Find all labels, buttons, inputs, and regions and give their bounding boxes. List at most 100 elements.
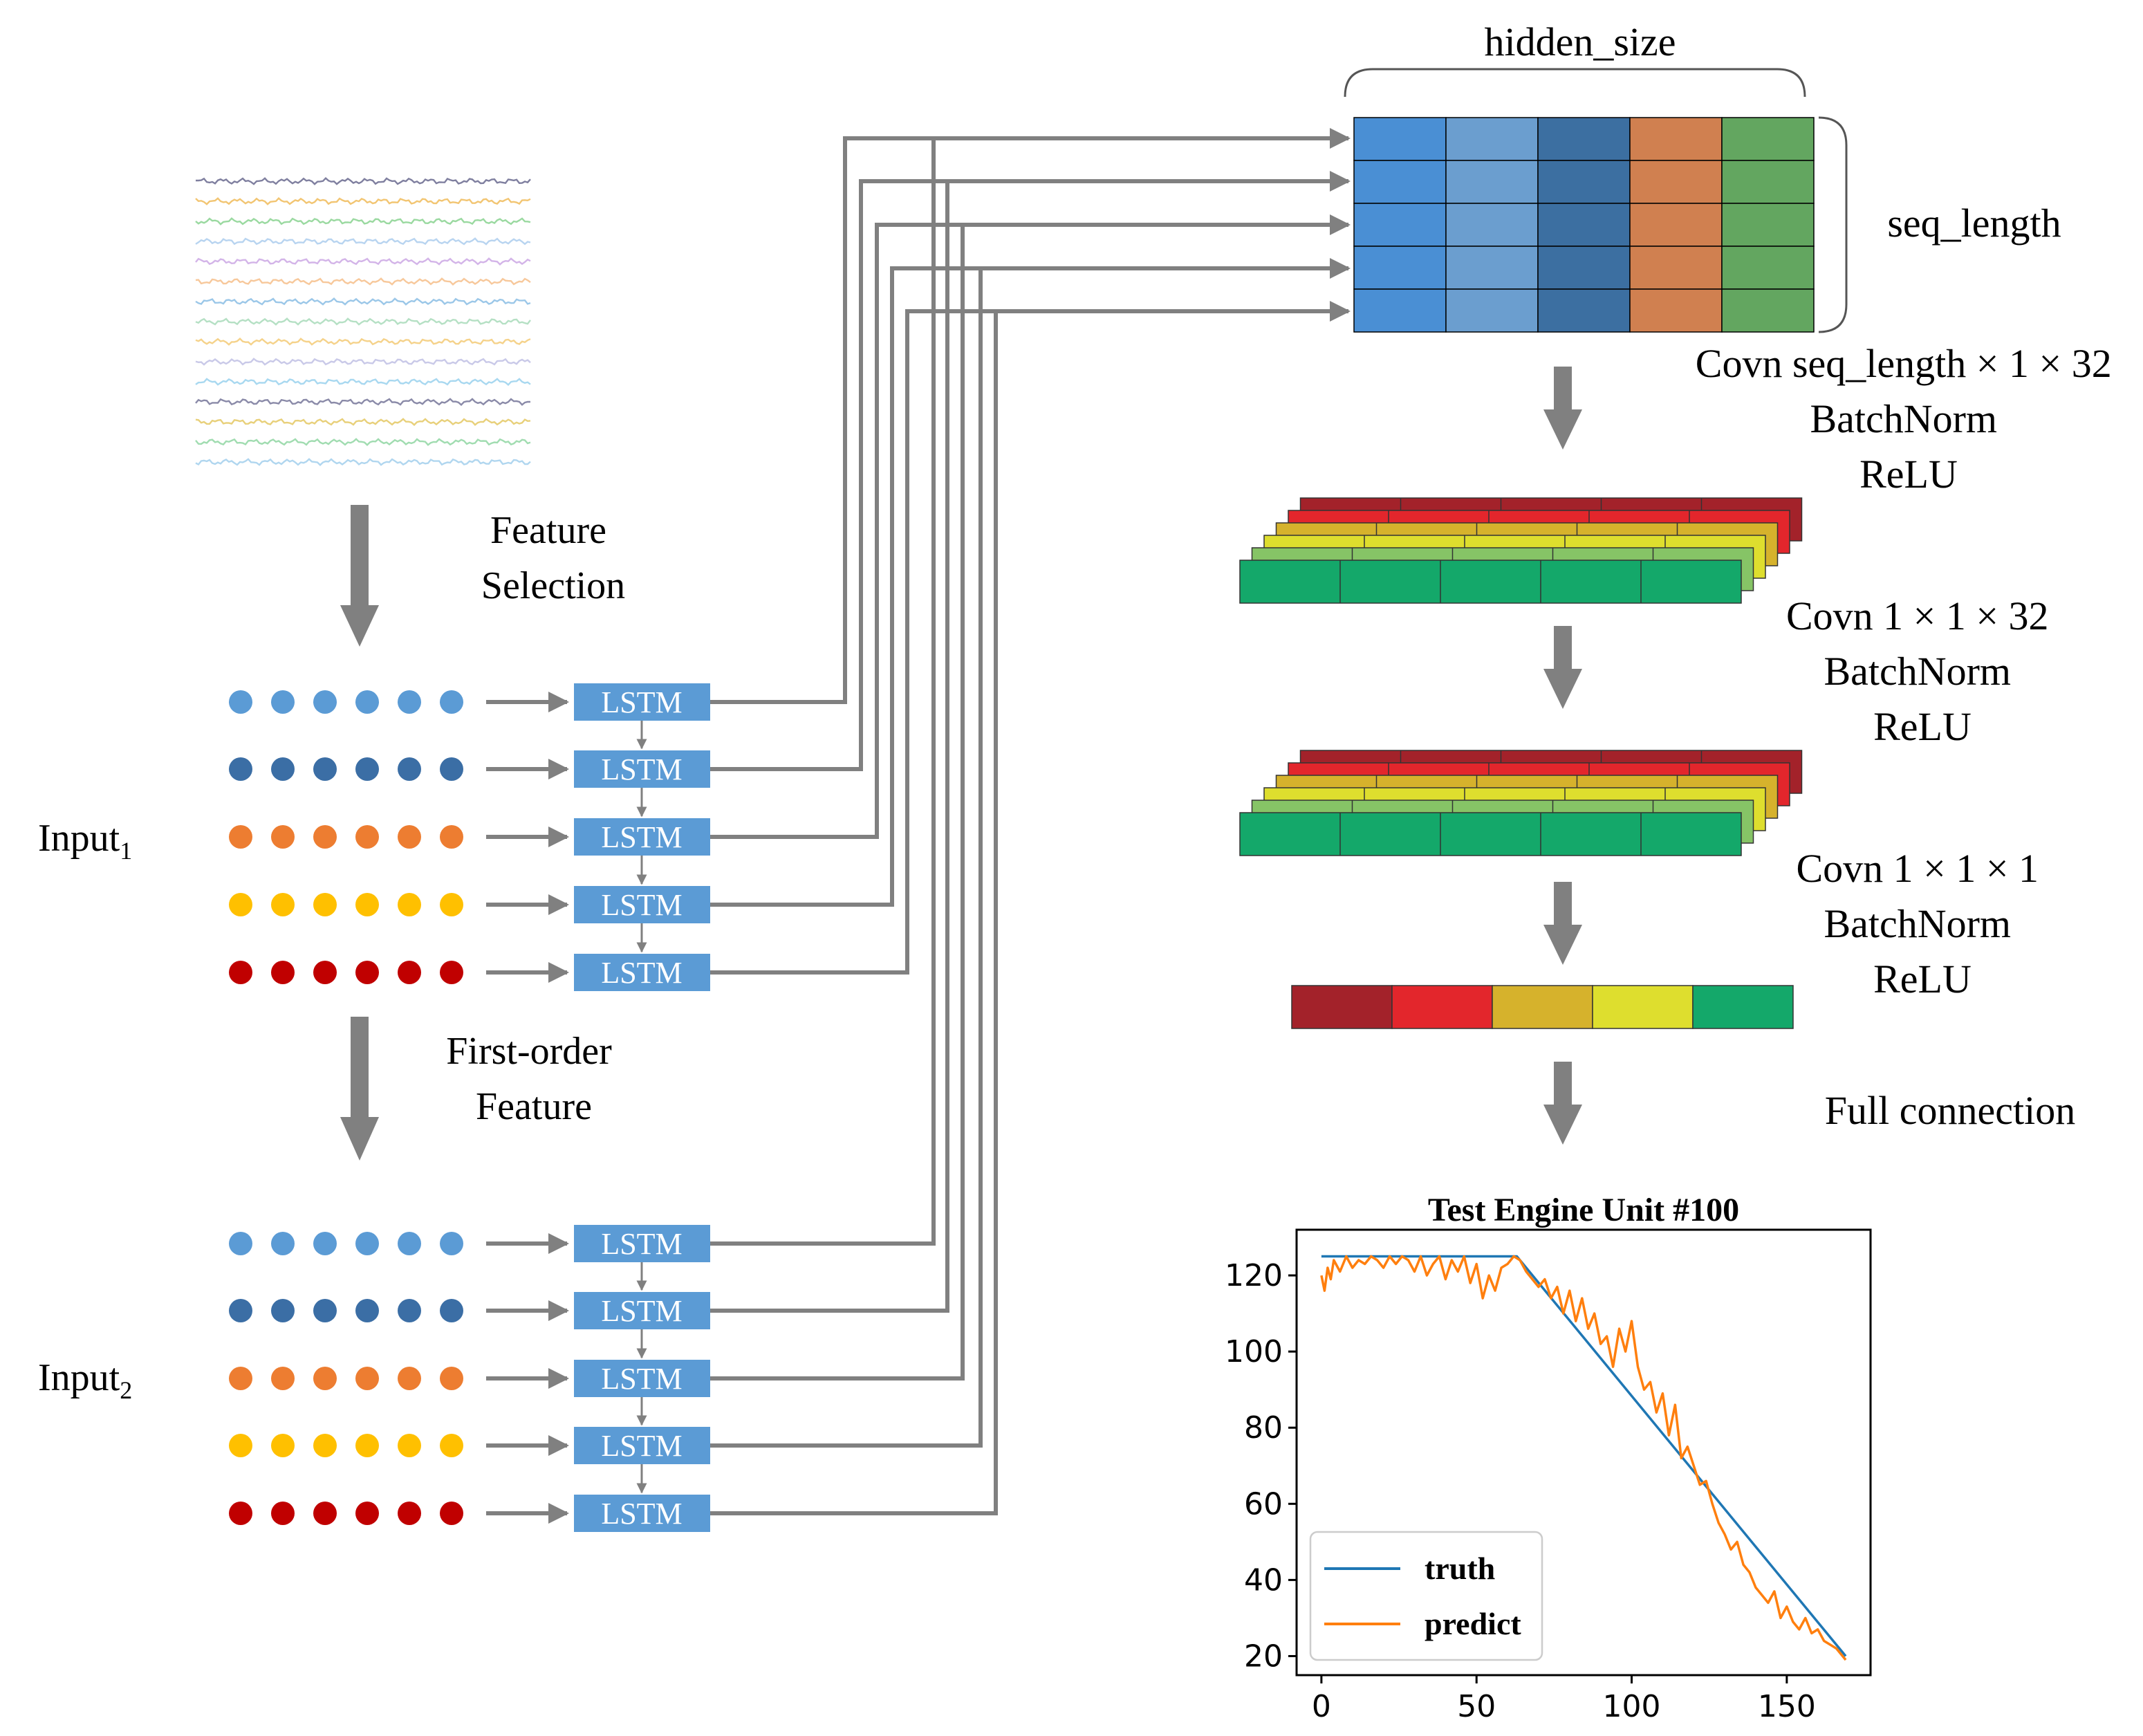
input-dot: [398, 690, 421, 714]
x-tick-label: 100: [1603, 1689, 1661, 1724]
input-dot: [271, 1502, 295, 1525]
routing-lines: [710, 128, 1351, 1515]
input-dot: [271, 1367, 295, 1390]
input-dot: [355, 1367, 379, 1390]
route-line-bottom: [710, 225, 965, 1381]
y-tick-label: 120: [1225, 1258, 1283, 1293]
y-tick-label: 20: [1244, 1638, 1283, 1674]
lstm-label: LSTM: [601, 1294, 682, 1328]
down-arrow-shaft: [1554, 882, 1572, 927]
right-arrows: [1543, 367, 1582, 1145]
down-arrow-head: [1543, 669, 1582, 709]
conv-stack-1: [1239, 497, 1803, 604]
hidden-cell: [1445, 160, 1539, 204]
input-dot: [271, 690, 295, 714]
lstm-label: LSTM: [601, 956, 682, 990]
conv2-line2: BatchNorm: [1824, 649, 2011, 694]
conv-output-vector: [1291, 985, 1794, 1029]
input-dot: [355, 1434, 379, 1457]
input-dot: [440, 1299, 463, 1322]
y-tick-label: 40: [1244, 1562, 1283, 1598]
hidden-cell: [1445, 203, 1539, 247]
lstm-label: LSTM: [601, 685, 682, 719]
output-cell: [1692, 985, 1794, 1029]
signal-line: [195, 197, 531, 205]
input-dot: [355, 690, 379, 714]
series-truth: [1321, 1255, 1847, 1657]
input-dot: [271, 1299, 295, 1322]
hidden-cell: [1629, 288, 1723, 333]
input1-lstm-cell: [574, 954, 710, 991]
conv1-label: Covn seq_length × 1 × 32 BatchNorm ReLU: [1696, 341, 2122, 497]
input-dot: [229, 690, 252, 714]
input2-lstm-cell: [574, 1360, 710, 1397]
down-arrow-head: [1543, 409, 1582, 450]
hidden-cell: [1721, 117, 1815, 161]
input-dot: [355, 757, 379, 781]
hidden-cell: [1537, 117, 1631, 161]
y-tick-label: 100: [1225, 1334, 1283, 1369]
conv-layer: [1239, 560, 1742, 604]
lstm-label: LSTM: [601, 752, 682, 786]
signal-line: [195, 438, 531, 446]
seq-length-label: seq_length: [1887, 201, 2061, 246]
conv3-label: Covn 1 × 1 × 1 BatchNorm ReLU: [1796, 846, 2048, 1001]
hidden-cell: [1721, 246, 1815, 290]
input1-lstm-cell: [574, 886, 710, 923]
input2-lstm-cell: [574, 1225, 710, 1262]
hidden-cell: [1629, 203, 1723, 247]
input-dot: [313, 825, 337, 849]
input-dot: [313, 1299, 337, 1322]
input-dot: [398, 1299, 421, 1322]
lstm-label: LSTM: [601, 1429, 682, 1463]
conv2-line1: Covn 1 × 1 × 32: [1786, 593, 2049, 638]
hidden-cell: [1537, 288, 1631, 333]
conv1-line3: ReLU: [1859, 452, 1958, 497]
first-order-line1: First-order: [446, 1030, 612, 1073]
x-tick-label: 0: [1312, 1689, 1331, 1724]
hidden-cell: [1445, 246, 1539, 290]
input-dot: [355, 1232, 379, 1255]
input-dot: [398, 1434, 421, 1457]
signal-line: [195, 277, 531, 286]
route-line-top: [710, 171, 1351, 771]
feature-selection-line2: Selection: [481, 564, 625, 607]
lstm-label: LSTM: [601, 1227, 682, 1261]
full-connection-label: Full connection: [1825, 1088, 2075, 1133]
input-dot: [313, 690, 337, 714]
input-dot: [229, 825, 252, 849]
feature-selection-label: Feature Selection: [481, 509, 625, 607]
down-arrow-shaft: [1554, 1062, 1572, 1107]
input-dot: [440, 1502, 463, 1525]
conv-stack-2: [1239, 750, 1803, 856]
hidden-cell: [1353, 288, 1447, 333]
input-dot: [313, 1434, 337, 1457]
route-line-bottom: [710, 311, 998, 1515]
input-dot: [440, 1367, 463, 1390]
input-dot: [398, 757, 421, 781]
input1-lstm-cell: [574, 818, 710, 856]
down-arrow-head: [1543, 1105, 1582, 1145]
y-tick-label: 80: [1244, 1410, 1283, 1446]
hidden-cell: [1629, 117, 1723, 161]
input-dot: [398, 825, 421, 849]
input-dot: [440, 690, 463, 714]
series-predict: [1320, 1255, 1847, 1661]
input-dot: [355, 825, 379, 849]
signal-line: [195, 458, 531, 466]
feature-selection-line1: Feature: [490, 509, 606, 552]
route-line-top: [710, 301, 1351, 975]
input-dot: [398, 893, 421, 916]
signal-line: [195, 257, 531, 266]
output-cell: [1492, 985, 1593, 1029]
first-order-label: First-order Feature: [446, 1030, 622, 1128]
input-dot: [398, 1502, 421, 1525]
output-cell: [1291, 985, 1393, 1029]
signal-line: [195, 297, 531, 306]
hidden-cell: [1721, 288, 1815, 333]
input-dot: [355, 1502, 379, 1525]
input-dot: [229, 1502, 252, 1525]
